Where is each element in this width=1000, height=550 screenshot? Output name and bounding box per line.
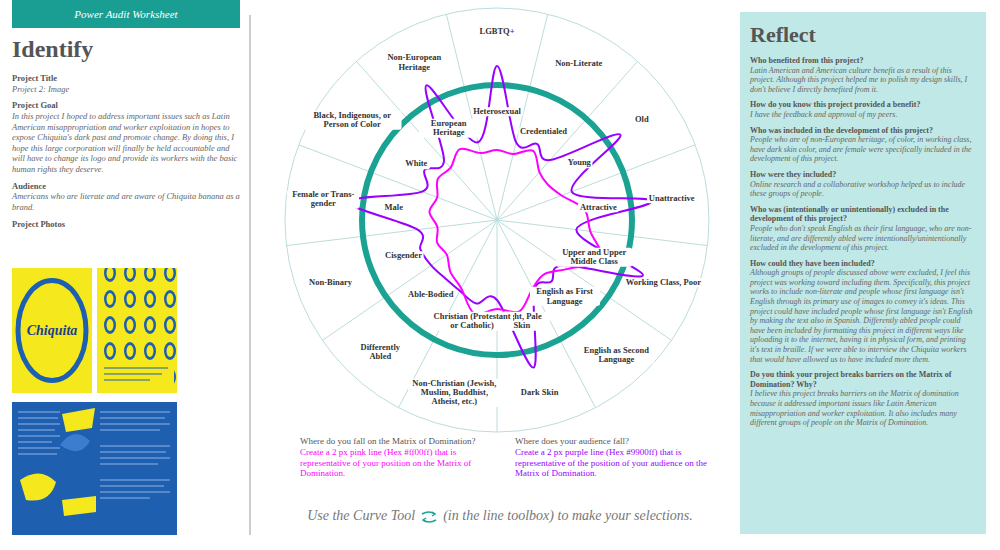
inner-wheel-label: English as First Language — [530, 287, 600, 306]
instruction-question: Where do you fall on the Matrix of Domin… — [300, 436, 500, 447]
answer-text: Latin American and American culture bene… — [750, 66, 976, 95]
logo-photo: Chiquita — [12, 268, 92, 393]
outer-wheel-label: Working Class, Poor — [624, 278, 703, 287]
self-line — [429, 149, 602, 315]
panel-heading: Reflect — [750, 22, 976, 48]
question-text: How were they included? — [750, 170, 976, 180]
logo-text: Chiquita — [27, 323, 78, 339]
outer-wheel-label: Black, Indigenous, or Person of Color — [303, 111, 402, 130]
field-value: In this project I hoped to address impor… — [12, 111, 240, 175]
field-value: Project 2: Image — [12, 84, 240, 95]
outer-wheel-label: LGBTQ+ — [477, 27, 516, 36]
inner-wheel-label: Male — [383, 203, 405, 212]
spoke-line — [497, 145, 695, 220]
spoke-line — [287, 220, 498, 246]
inner-wheel-label: White — [403, 160, 429, 169]
answer-text: I have the feedback and approval of my p… — [750, 110, 976, 120]
answer-text: Although groups of people discussed abov… — [750, 268, 976, 364]
field-label: Project Title — [12, 73, 240, 84]
answer-text: I believe this project breaks barriers o… — [750, 389, 976, 427]
instruction-text: Create a 2 px pink line (Hex #ff00ff) th… — [300, 447, 500, 479]
tool-hint-text: (in the line toolbox) to make your selec… — [443, 508, 693, 523]
instruction-block: Where do you fall on the Matrix of Domin… — [300, 436, 500, 479]
inner-wheel-label: European Heritage — [419, 119, 479, 138]
field-label: Project Photos — [12, 219, 240, 230]
answer-text: People who don't speak English as their … — [750, 224, 976, 253]
question-text: Who was included in the development of t… — [750, 126, 976, 136]
spoke-line — [299, 145, 497, 220]
question-text: How could they have been included? — [750, 259, 976, 269]
question-text: How do you know this project provided a … — [750, 100, 976, 110]
instruction-question: Where does your audience fall? — [515, 436, 715, 447]
field-label: Audience — [12, 181, 240, 192]
pattern-photo — [97, 268, 177, 393]
outer-wheel-label: Female or Trans-gender — [287, 190, 359, 209]
section-heading: Identify — [12, 36, 240, 63]
inner-wheel-label: Upper and Upper Middle Class — [556, 248, 632, 267]
separator-line — [250, 15, 251, 535]
reflect-panel: ReflectWho benefited from this project?L… — [740, 12, 986, 534]
poster-photo — [12, 402, 177, 535]
field-value: Americans who are literate and are aware… — [12, 191, 240, 212]
outer-wheel-label: Non-European Heritage — [376, 53, 452, 72]
inner-wheel-label: Christian (Protestant or Catholic) — [431, 312, 513, 331]
outer-wheel-label: Old — [633, 115, 651, 124]
instruction-text: Create a 2 px purple line (Hex #9900ff) … — [515, 447, 715, 479]
curve-tool-icon — [420, 510, 438, 524]
field-label: Project Goal — [12, 100, 240, 111]
inner-wheel-label: Young — [566, 159, 593, 168]
outer-wheel-label: Non-Christian (Jewish, Muslim, Buddhist,… — [408, 379, 500, 407]
instruction-block: Where does your audience fall?Create a 2… — [515, 436, 715, 479]
inner-wheel-label: Able-Bodied — [406, 290, 455, 299]
inner-wheel-label: Cisgender — [383, 251, 424, 260]
header-text: Power Audit Worksheet — [74, 8, 177, 20]
spoke-line — [497, 14, 548, 220]
spoke-line — [446, 14, 497, 220]
tool-hint-text: Use the Curve Tool — [307, 508, 415, 523]
matrix-wheel — [285, 8, 709, 432]
identify-column: IdentifyProject TitleProject 2: ImagePro… — [12, 36, 240, 229]
header-band: Power Audit Worksheet — [12, 0, 240, 28]
outer-wheel-label: Differently Abled — [347, 342, 413, 361]
inner-wheel-label: Credentialed — [518, 127, 569, 136]
inner-wheel-label: Attractive — [578, 203, 619, 212]
answer-text: Online research and a collaborative work… — [750, 180, 976, 199]
question-text: Who was (intentionally or unintentionall… — [750, 205, 976, 224]
answer-text: People who are of non-European heritage,… — [750, 135, 976, 164]
question-text: Do you think your project breaks barrier… — [750, 370, 976, 389]
question-text: Who benefited from this project? — [750, 56, 976, 66]
outer-wheel-label: Unattractive — [647, 194, 697, 203]
inner-wheel-label: Heterosexual — [471, 107, 523, 116]
outer-wheel-label: Dark Skin — [519, 388, 561, 397]
outer-wheel-label: English as Second Language — [578, 345, 654, 364]
outer-wheel-label: Non-Literate — [553, 60, 604, 69]
outer-wheel-label: Non-Binary — [307, 278, 354, 287]
